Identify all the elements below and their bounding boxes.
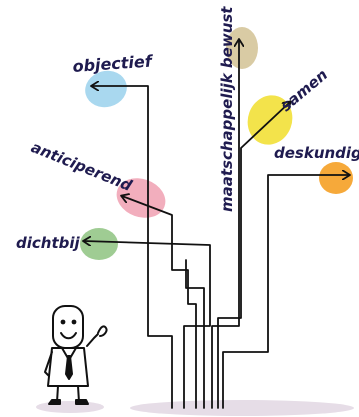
ground-shadow-character <box>36 401 104 413</box>
character-eye-left <box>60 319 66 325</box>
label-maatschappelijk: maatschappelijk bewust <box>218 6 236 212</box>
blob-maatschappelijk <box>226 27 258 69</box>
ground-shadow-trunk <box>130 400 354 416</box>
blob-dichtbij <box>80 228 118 260</box>
label-objectief: objectief <box>72 51 154 76</box>
branch-extra <box>185 259 205 409</box>
character-head <box>52 305 84 349</box>
label-dichtbij: dichtbij <box>16 234 80 252</box>
arrow-maatschappelijk <box>211 40 239 409</box>
label-anticiperend: anticiperend <box>29 138 135 195</box>
label-deskundig: deskundig <box>274 144 359 162</box>
blob-objectief <box>85 70 127 108</box>
character-left-arm <box>44 351 53 377</box>
character-waving-hand <box>97 325 108 337</box>
arrow-anticiperend <box>122 196 197 409</box>
arrow-dichtbij <box>84 241 211 409</box>
label-samen: samen <box>277 66 331 115</box>
character-shoes <box>48 399 89 405</box>
character-eye-right <box>71 319 77 325</box>
arrow-objectief <box>92 86 173 409</box>
blob-deskundig <box>319 162 353 194</box>
character-smile <box>60 332 77 340</box>
cartoon-man-waving <box>44 305 108 405</box>
character-tie <box>65 355 73 380</box>
arrow-deskundig <box>222 175 349 409</box>
arrow-samen <box>217 102 290 409</box>
